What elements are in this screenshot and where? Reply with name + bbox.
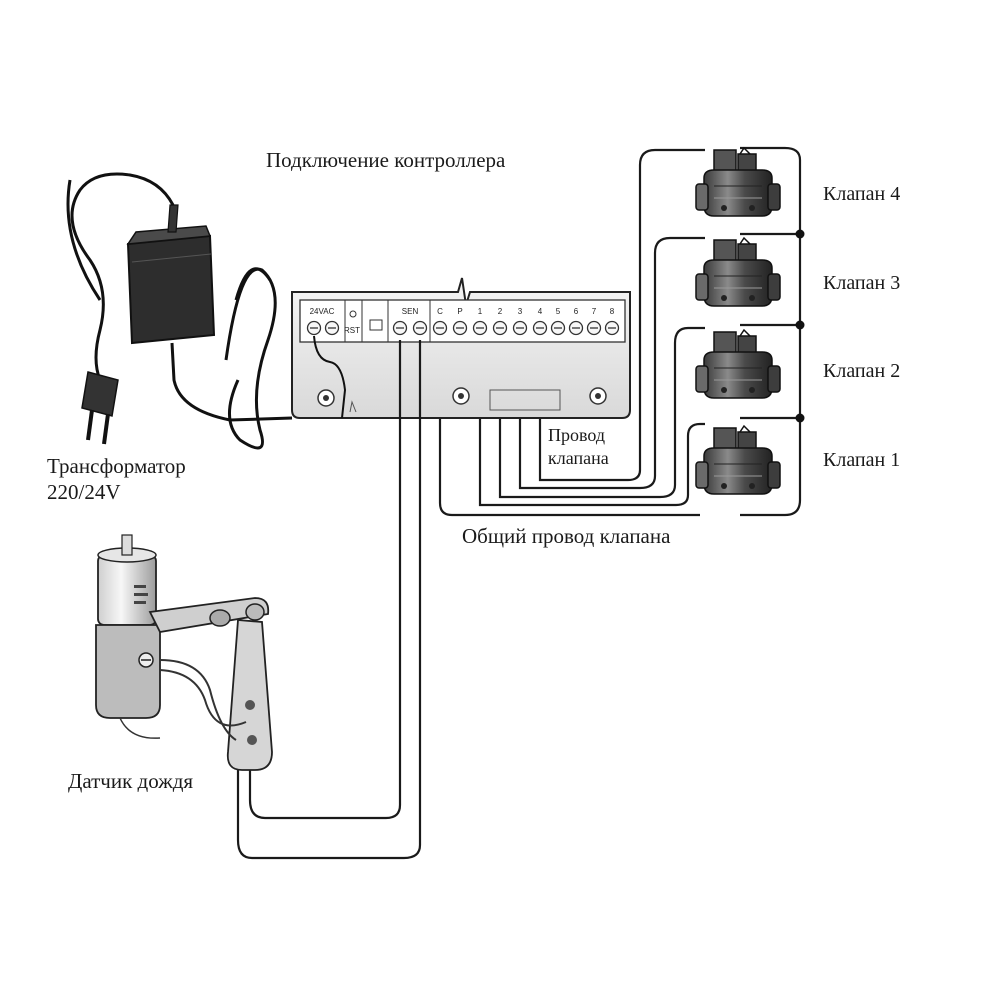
valve-2-wire (498, 326, 705, 499)
terminal-label-6: 6 (574, 307, 579, 316)
terminal-label-p: P (457, 307, 462, 316)
terminal-label-3: 3 (518, 307, 523, 316)
common-wire-label: Общий провод клапана (462, 524, 671, 548)
common-wire (438, 345, 700, 517)
terminal-label-c: C (437, 307, 443, 316)
valve-1-wire (478, 345, 705, 507)
transformer-label-line1: Трансформатор (47, 454, 186, 478)
terminal-label-2: 2 (498, 307, 503, 316)
terminal-label-7: 7 (592, 307, 597, 316)
valve-wire-label: Провод клапана (548, 424, 609, 469)
valve-4-wire (538, 148, 705, 482)
valve-4-label: Клапан 4 (823, 183, 901, 205)
valve-3-label: Клапан 3 (823, 272, 901, 294)
valve-2-label: Клапан 2 (823, 360, 901, 382)
diagram-title: Подключение контроллера (266, 148, 506, 172)
valve-wiring (438, 146, 802, 517)
valve-4 (695, 147, 781, 217)
terminal-label-8: 8 (610, 307, 615, 316)
terminal-label-24vac: 24VAC (310, 307, 335, 316)
valve-3-wire (518, 236, 705, 490)
terminal-label-1: 1 (478, 307, 483, 316)
rain-sensor-label: Датчик дождя (68, 769, 194, 793)
transformer-label: Трансформатор 220/24V (47, 453, 186, 506)
valve-3 (695, 237, 781, 307)
transformer-label-line2: 220/24V (47, 480, 121, 505)
valve-wire-label-line1: Провод (548, 425, 606, 445)
common-bus-right (740, 146, 802, 517)
terminal-label-rst: RST (344, 326, 360, 335)
terminal-label-4: 4 (538, 307, 543, 316)
controller: 24VAC RST SEN C P 1 2 3 4 5 6 7 8 (291, 277, 631, 419)
valve-1 (695, 425, 781, 495)
valve-1-label: Клапан 1 (823, 449, 901, 471)
rain-sensor (95, 340, 422, 860)
terminal-label-5: 5 (556, 307, 561, 316)
valve-wire-label-line2: клапана (548, 447, 609, 468)
valve-2 (695, 329, 781, 399)
transformer (66, 172, 347, 450)
terminal-label-sen: SEN (402, 307, 419, 316)
